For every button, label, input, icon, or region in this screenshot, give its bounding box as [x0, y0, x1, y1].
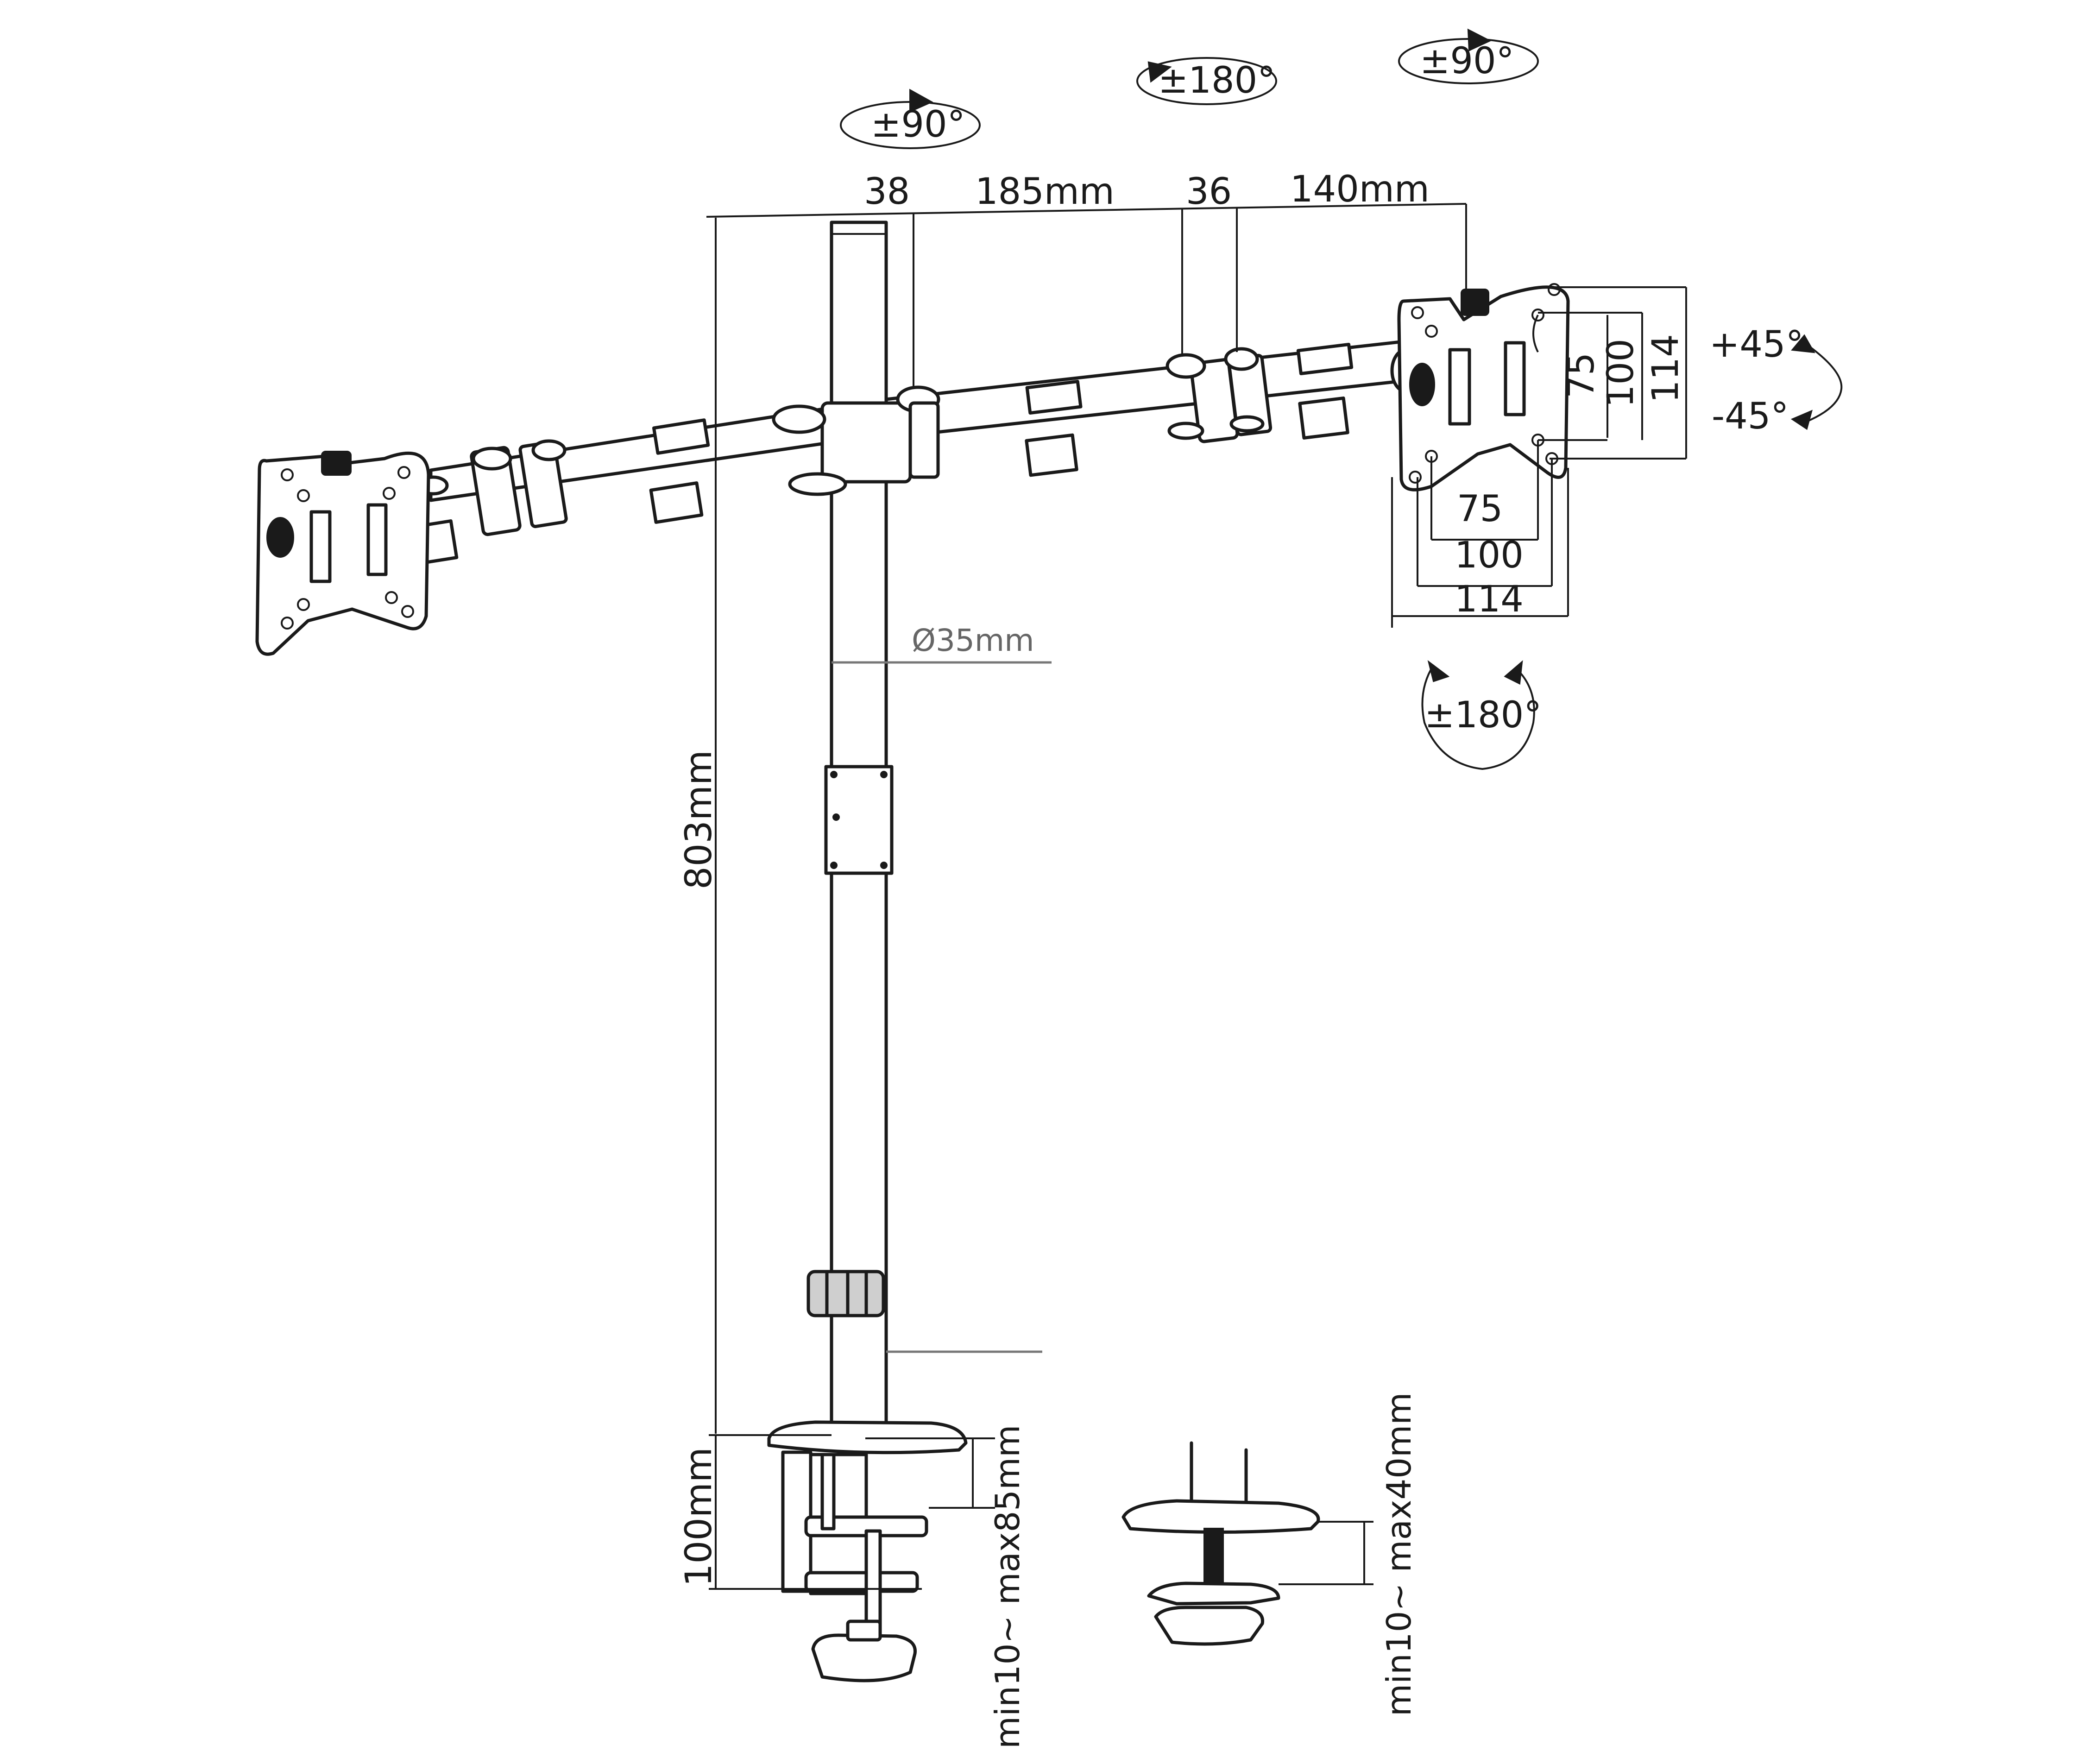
vesa-h-75-label: 75	[1457, 488, 1503, 530]
pole-diameter-label: Ø35mm	[912, 623, 1034, 658]
pole-collar	[806, 1270, 885, 1317]
dim-140-label: 140mm	[1290, 169, 1430, 210]
rotation-arrows	[840, 28, 1843, 770]
pole-height-label: 803mm	[678, 750, 720, 889]
clamp-range-label: min10~ max85mm	[988, 1425, 1027, 1749]
left-arm	[415, 406, 833, 565]
tilt-up-label: +45°	[1709, 324, 1804, 365]
grommet-range-label: min10~ max40mm	[1380, 1392, 1418, 1716]
dim-36-label: 36	[1186, 171, 1232, 213]
tilt-down-label: -45°	[1712, 396, 1789, 437]
dim-38-label: 38	[864, 171, 910, 213]
dim-185-label: 185mm	[975, 171, 1115, 213]
dimension-lines	[706, 203, 1687, 1590]
plate-rotation-label: ±180°	[1424, 694, 1542, 736]
left-vesa-plate	[255, 451, 430, 656]
vesa-v-100-label: 100	[1600, 339, 1642, 408]
vesa-h-114-label: 114	[1455, 579, 1524, 620]
pole-bracket	[824, 765, 894, 875]
vesa-v-75-label: 75	[1561, 353, 1602, 398]
top-right-rotation-label: ±90°	[1420, 40, 1514, 82]
vesa-h-100-label: 100	[1455, 535, 1524, 576]
grommet-mount	[1121, 1441, 1320, 1646]
clamp-height-label: 100mm	[678, 1447, 720, 1587]
desk-clamp	[767, 1420, 968, 1682]
right-arm	[772, 339, 1422, 496]
top-mid-rotation-label: ±180°	[1158, 60, 1275, 101]
labels: ±90° ±180° ±90° 38 185mm 36 140mm Ø35mm …	[678, 40, 1804, 1749]
right-vesa-plate	[1397, 283, 1570, 491]
top-left-rotation-label: ±90°	[871, 104, 965, 145]
vesa-v-114-label: 114	[1645, 334, 1687, 403]
